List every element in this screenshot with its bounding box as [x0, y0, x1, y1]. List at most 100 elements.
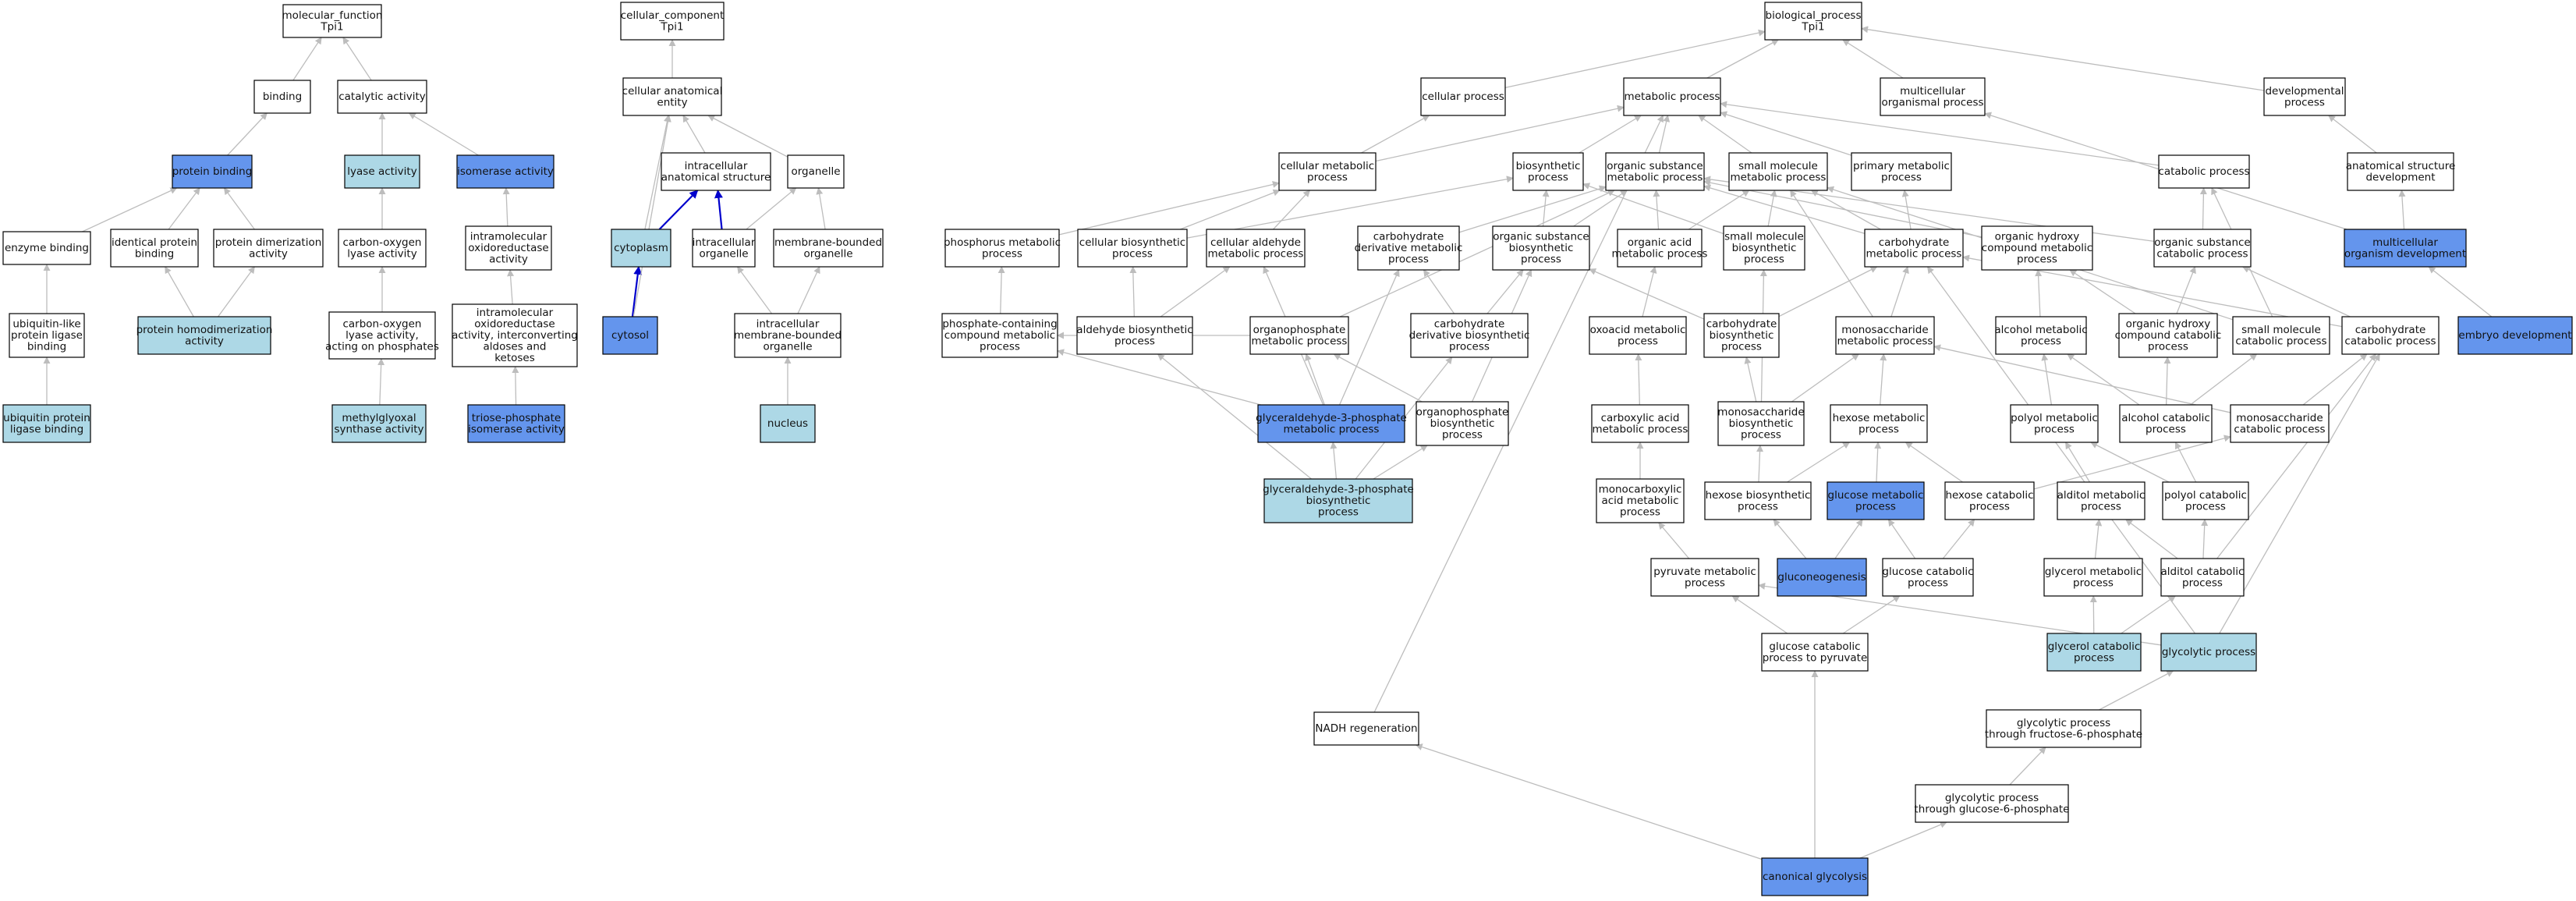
- node-cytosol[interactable]: cytosol: [602, 316, 658, 355]
- node-cellproc[interactable]: cellular process: [1420, 77, 1506, 116]
- node-lyase[interactable]: lyase activity: [344, 154, 420, 189]
- node-label: glucose catabolic: [1882, 566, 1973, 578]
- node-box: [2232, 316, 2330, 355]
- node-cytoplasm[interactable]: cytoplasm: [611, 229, 671, 268]
- node-protbind[interactable]: protein binding: [172, 154, 253, 189]
- node-box: [1761, 857, 1869, 896]
- node-metab[interactable]: metabolic process: [1623, 77, 1721, 116]
- node-glycolytic[interactable]: glycolytic process: [2160, 633, 2257, 672]
- node-catab[interactable]: catabolic process: [2158, 154, 2250, 189]
- node-label: compound catabolic: [2115, 329, 2222, 342]
- node-label: carbohydrate: [2355, 324, 2426, 336]
- node-nucleus[interactable]: nucleus: [760, 404, 816, 443]
- node-gluconeo[interactable]: gluconeogenesis: [1777, 558, 1867, 597]
- node-nadh[interactable]: NADH regeneration: [1313, 711, 1419, 746]
- node-label: acting on phosphates: [325, 341, 439, 353]
- node-organelle[interactable]: organelle: [787, 154, 845, 189]
- node-catalytic[interactable]: catalytic activity: [337, 80, 427, 114]
- node-embryo[interactable]: embryo development: [2457, 316, 2573, 355]
- node-label: membrane-bounded: [734, 329, 842, 342]
- node-binding[interactable]: binding: [253, 80, 311, 114]
- node-isomerase[interactable]: isomerase activity: [456, 154, 555, 189]
- node-enzbind[interactable]: enzyme binding: [2, 231, 91, 265]
- node-g3pbio[interactable]: glyceraldehyde-3-phosphatebiosyntheticpr…: [1263, 478, 1414, 523]
- node-label: process: [1442, 429, 1483, 442]
- node-box: [2057, 481, 2145, 520]
- node-canon[interactable]: canonical glycolysis: [1761, 857, 1869, 896]
- node-label: isomerase activity: [457, 165, 554, 178]
